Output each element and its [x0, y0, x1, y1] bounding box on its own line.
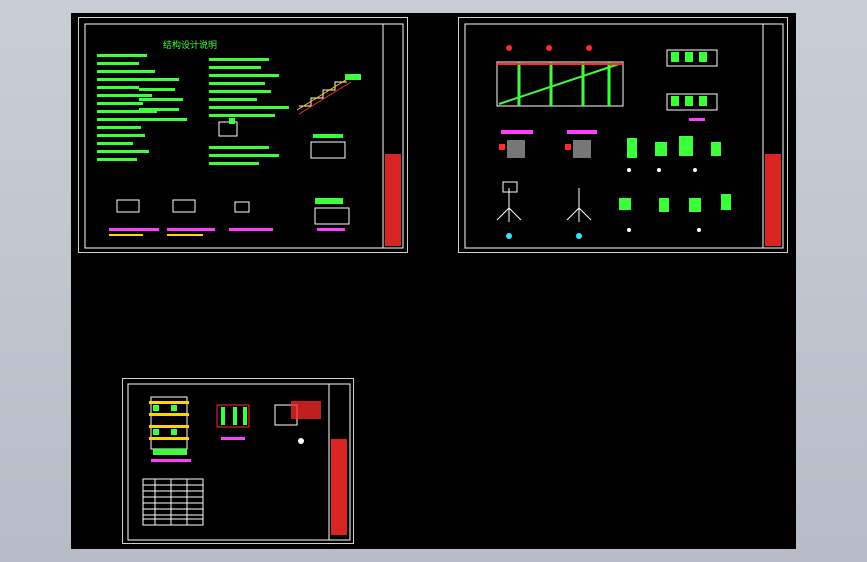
sheet-3-graphics: [127, 383, 351, 541]
sheet-1-graphics: [84, 23, 404, 249]
drawing-sheet-structural-notes[interactable]: 结构设计说明: [78, 17, 408, 253]
sheet-title: 结构设计说明: [163, 41, 218, 51]
drawing-sheet-column-section[interactable]: [122, 378, 354, 544]
drawing-sheet-details[interactable]: [458, 17, 788, 253]
sheet-2-graphics: [464, 23, 784, 249]
drawing-canvas[interactable]: 结构设计说明: [71, 13, 796, 549]
